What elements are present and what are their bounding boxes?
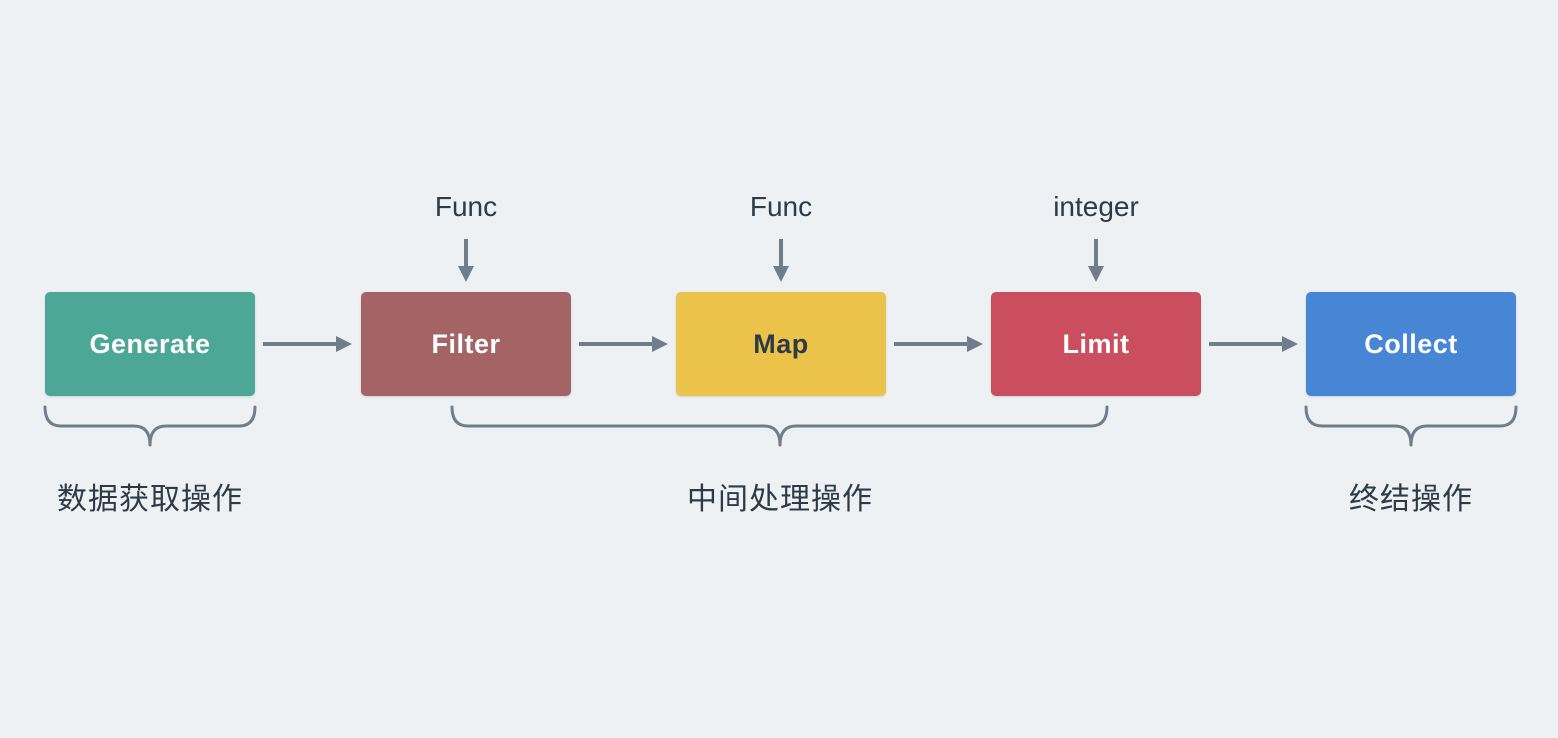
- brace-acquisition: [43, 405, 257, 447]
- node-limit-label: Limit: [1062, 328, 1130, 359]
- node-filter-label: Filter: [431, 328, 501, 359]
- node-map: Map: [676, 292, 886, 396]
- group-label-intermediate: 中间处理操作: [687, 483, 873, 516]
- node-collect-label: Collect: [1364, 328, 1458, 359]
- node-filter: Filter: [361, 292, 571, 396]
- group-label-terminal: 终结操作: [1349, 483, 1473, 516]
- brace-intermediate: [450, 405, 1109, 447]
- param-label-filter: Func: [434, 191, 498, 222]
- group-label-acquisition: 数据获取操作: [57, 483, 243, 516]
- node-limit: Limit: [991, 292, 1201, 396]
- node-generate: Generate: [45, 292, 255, 396]
- node-generate-label: Generate: [89, 328, 211, 359]
- node-map-label: Map: [753, 328, 809, 359]
- param-label-limit: integer: [1053, 191, 1139, 222]
- brace-terminal: [1304, 405, 1518, 447]
- node-collect: Collect: [1306, 292, 1516, 396]
- param-label-map: Func: [749, 191, 813, 222]
